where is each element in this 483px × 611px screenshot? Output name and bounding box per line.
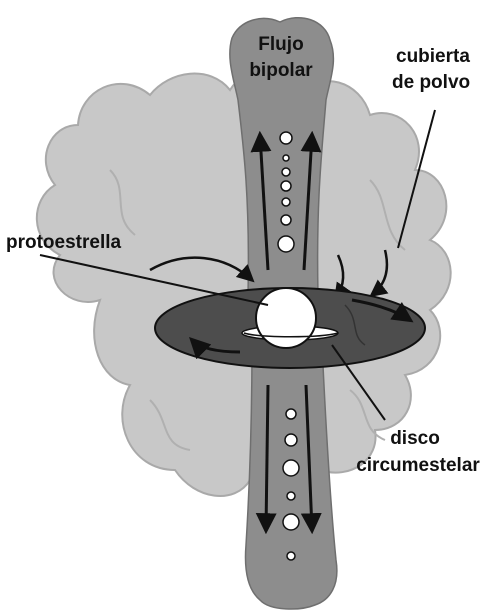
label-cubierta: cubierta <box>396 46 470 67</box>
label-circumestelar: circumestelar <box>356 455 480 476</box>
label-de-polvo: de polvo <box>392 72 470 93</box>
label-protoestrella: protoestrella <box>6 232 122 253</box>
label-bipolar: bipolar <box>249 60 313 81</box>
label-flujo: Flujo <box>258 34 303 55</box>
label-disco: disco <box>390 428 440 449</box>
label-protostar: protoestrella <box>6 232 122 253</box>
bipolar-jet-lower <box>246 345 337 609</box>
label-dust-envelope: cubierta de polvo <box>392 46 470 93</box>
